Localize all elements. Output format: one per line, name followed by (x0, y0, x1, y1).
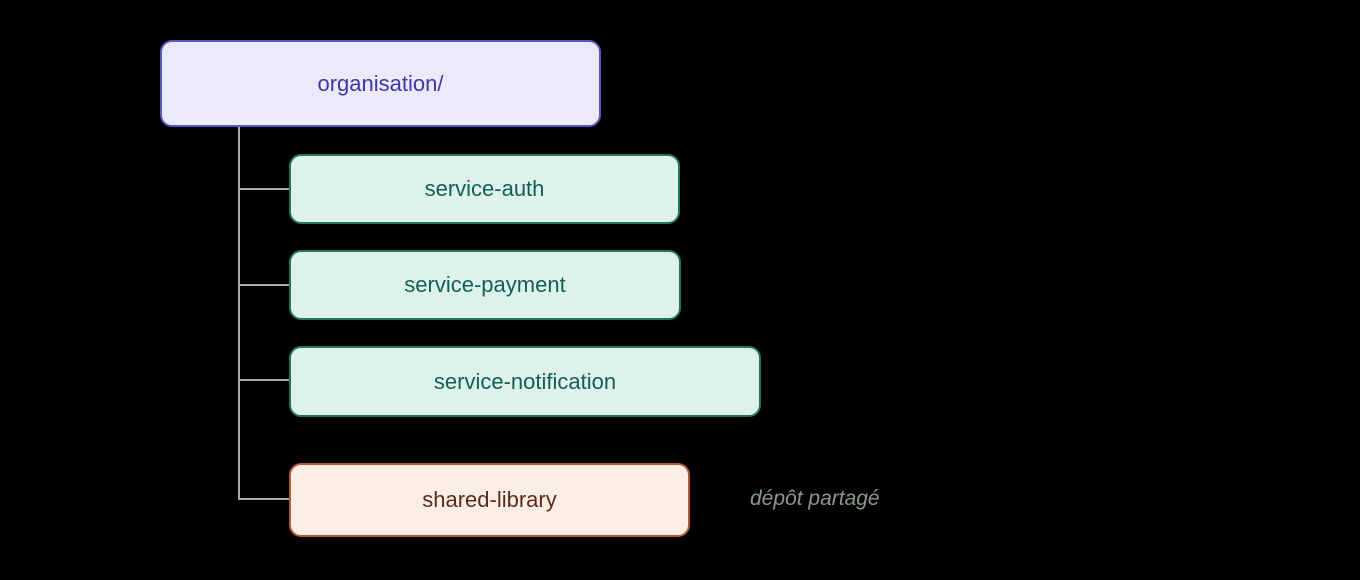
node-organisation: organisation/ (160, 40, 601, 127)
node-service-auth: service-auth (289, 154, 680, 224)
connector-branch-service-auth (238, 188, 289, 190)
node-shared-library-label: shared-library (422, 487, 557, 512)
node-organisation-label: organisation/ (317, 70, 444, 96)
node-shared-library: shared-library (289, 463, 690, 537)
connector-trunk-line (238, 127, 240, 500)
connector-branch-service-notification (238, 379, 289, 381)
node-service-notification-label: service-notification (433, 368, 617, 394)
annotation-depot-partage: dépôt partagé (750, 487, 880, 510)
connector-branch-service-payment (238, 284, 289, 286)
node-service-auth-label: service-auth (424, 176, 545, 201)
node-service-notification: service-notification (289, 346, 761, 417)
node-service-payment-label: service-payment (404, 272, 566, 297)
node-service-payment: service-payment (289, 250, 681, 320)
connector-branch-shared-library (238, 498, 289, 500)
